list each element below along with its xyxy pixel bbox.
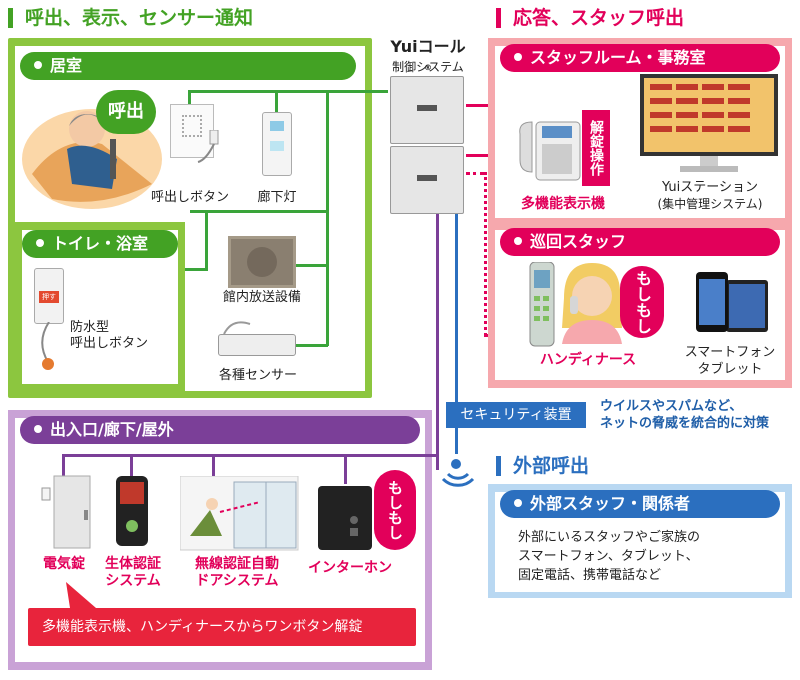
wire [205,210,208,270]
nurse-illustration [562,263,622,344]
pa-system-label: 館内放送設備 [222,290,301,305]
handy-nurse-label: ハンディナース [539,352,637,368]
smartphone-label: スマートフォン タブレット [684,345,776,377]
section-title-response: 応答、スタッフ呼出 [496,8,684,28]
wire [190,210,328,213]
brand-logo: Yuiコール ® [388,38,468,77]
wire-purple [212,454,215,478]
patrol-header-label: 巡回スタッフ [530,232,627,251]
security-device-label: セキュリティ装置 [446,402,586,428]
push-label: 押す [39,291,59,303]
brand-name: Yuiコール [390,37,466,56]
wire [170,268,208,271]
wire-pink-dotted [484,172,487,336]
wire [188,90,191,104]
wire-pink-dotted [466,172,484,175]
yui-station-label: Yuiステーション [661,180,759,195]
unlock-badge: 解錠操作 [582,110,610,186]
note-pointer [66,582,96,608]
intercom-icon [318,486,372,550]
toilet-header: トイレ・浴室 [22,230,178,258]
wire [188,90,388,93]
wire-purple [344,454,347,484]
entrance-header-label: 出入口/廊下/屋外 [50,420,174,439]
toilet-header-label: トイレ・浴室 [52,234,149,253]
wireless-icon [441,459,475,487]
multi-display-phone-icon [519,121,581,181]
call-bubble: 呼出 [96,90,156,134]
room-header: 居室 [20,52,356,80]
speaker-icon [228,236,296,288]
wire [296,344,328,347]
biometric-device-icon [116,476,148,546]
multi-display-label: 多機能表示機 [521,196,605,212]
moshimoshi-bubble: もしもし [620,266,664,338]
section-title-external: 外部呼出 [496,456,589,476]
brand-reg: ® [424,63,432,72]
external-desc: 外部にいるスタッフやご家族の スマートフォン、タブレット、 固定電話、携帯電話な… [518,530,701,583]
unlock-note: 多機能表示機、ハンディナースからワンボタン解錠 [28,608,416,646]
waterproof-button-device: 押す [34,268,64,324]
hall-light-device [262,112,292,176]
waterproof-button-label: 防水型 呼出しボタン [70,320,149,351]
wire [275,90,278,112]
yui-station-monitor-icon [640,74,778,172]
electric-lock-door-icon [41,475,91,549]
auto-door-illustration [180,476,299,551]
wire-purple [62,454,438,457]
sensors-label: 各種センサー [218,368,297,383]
entrance-item-biometric: 生体認証 システム [105,556,161,589]
hall-light-label: 廊下灯 [257,190,297,205]
external-header-label: 外部スタッフ・関係者 [530,494,691,513]
wire-blue [455,214,458,454]
security-desc: ウイルスやスパムなど、 ネットの脅威を統合的に対策 [600,399,770,431]
staff-room-header: スタッフルーム・事務室 [500,44,780,72]
wire [296,264,328,267]
smartphone-tablet-icon [696,272,768,332]
section-title-call: 呼出、表示、センサー通知 [8,8,253,28]
handy-nurse-icon [529,262,555,347]
wire-purple [436,214,439,470]
entrance-item-electric-lock: 電気錠 [43,556,85,572]
patrol-header: 巡回スタッフ [500,228,780,256]
call-button-label: 呼出しボタン [150,190,229,205]
call-button-cord-icon [197,130,219,163]
control-unit-lower [390,146,464,214]
wire-purple [62,454,65,478]
intercom-moshimoshi-bubble: もしもし [374,470,416,550]
wire [326,90,329,346]
yui-station-sub: (集中管理システム) [657,197,763,211]
room-header-label: 居室 [50,56,83,75]
sensor-device [218,334,296,356]
sensor-cable-icon [223,321,251,335]
entrance-header: 出入口/廊下/屋外 [20,416,420,444]
patient-illustration [22,109,162,209]
entrance-item-auto-door: 無線認証自動 ドアシステム [195,556,279,589]
staff-room-header-label: スタッフルーム・事務室 [530,48,706,67]
control-unit-upper [390,76,464,144]
wire-purple [130,454,133,478]
entrance-item-intercom: インターホン [308,560,392,576]
waterproof-cord-icon [41,322,54,370]
control-subtitle: 制御システム [392,60,464,74]
external-header: 外部スタッフ・関係者 [500,490,780,518]
